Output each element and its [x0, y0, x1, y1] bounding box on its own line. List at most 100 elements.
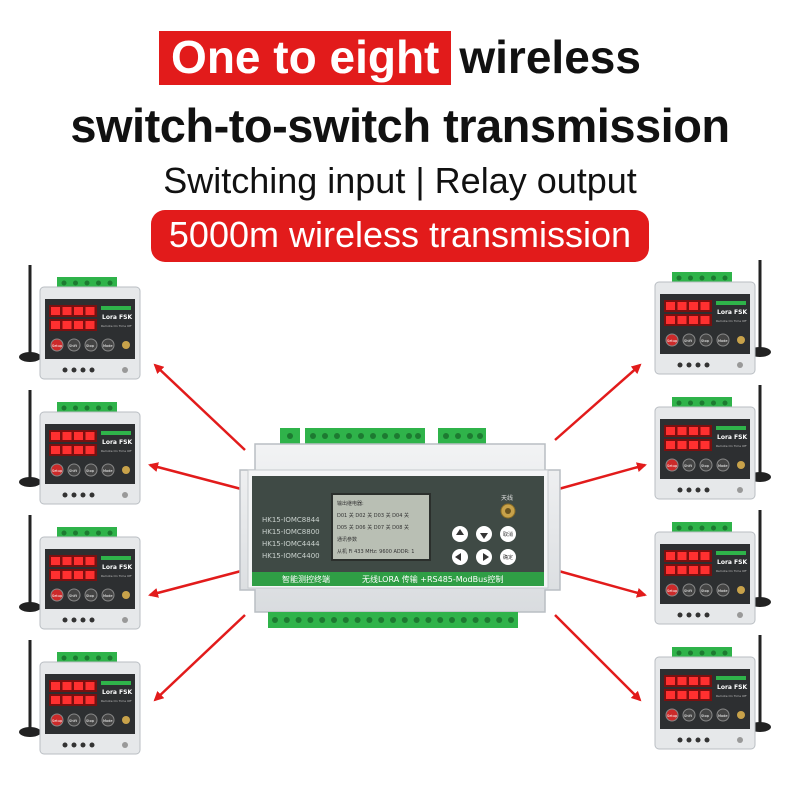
terminal-screw: [676, 525, 682, 531]
node-button-mode[interactable]: [716, 583, 730, 597]
hub-lcd: [331, 493, 431, 561]
led-digit: [85, 446, 95, 454]
node-sub: Remote On Time Off: [101, 449, 132, 453]
node-button-shift[interactable]: [67, 713, 81, 727]
node-brand: Lora FSK: [717, 309, 747, 316]
node-button-mode[interactable]: [101, 713, 115, 727]
node-label-strip: [716, 301, 746, 305]
node-button-setup[interactable]: [50, 338, 64, 352]
node-sub: Remote On Time Off: [101, 324, 132, 328]
node-button-mode[interactable]: [101, 338, 115, 352]
hub-banner-left: 智能测控终端: [282, 574, 330, 584]
terminal-screw: [96, 655, 101, 661]
arrow-right-2: [554, 462, 647, 492]
led-digit: [85, 696, 95, 704]
node-button-label: Mode: [103, 719, 113, 723]
led-digit: [700, 441, 710, 449]
node-button-stop[interactable]: [699, 333, 713, 347]
node-button-setup[interactable]: [665, 708, 679, 722]
node-label-strip: [101, 306, 131, 310]
antenna-base: [19, 477, 41, 487]
node-button-stop[interactable]: [699, 458, 713, 472]
node-button-mode[interactable]: [716, 458, 730, 472]
node-button-shift[interactable]: [682, 333, 696, 347]
led-digit: [51, 432, 60, 440]
terminal-screw: [89, 367, 95, 373]
node-button-setup[interactable]: [50, 713, 64, 727]
led-digit: [677, 316, 687, 324]
hub-nav-buttons[interactable]: [452, 526, 492, 565]
node-button-stop[interactable]: [699, 583, 713, 597]
node-button-setup[interactable]: [665, 458, 679, 472]
led-digit: [700, 316, 710, 324]
terminal-screw: [80, 367, 86, 373]
lcd-line-5: 从机 Fi 433 MHz: 9600 ADDR: 1: [337, 548, 414, 555]
node-button-stop[interactable]: [84, 463, 98, 477]
hub-confirm-button[interactable]: [500, 549, 516, 565]
node-button-label: Mode: [718, 339, 728, 343]
node-button-label: Setup: [52, 344, 63, 348]
node-antenna-connector-icon: [737, 711, 745, 719]
node-button-shift[interactable]: [682, 458, 696, 472]
terminal-screw: [80, 617, 86, 623]
led-digit: [677, 427, 687, 435]
led-digit: [700, 677, 710, 685]
node-button-setup[interactable]: [50, 588, 64, 602]
hub-top-terminals: [280, 428, 486, 444]
node-button-stop[interactable]: [84, 588, 98, 602]
node-button-mode[interactable]: [716, 333, 730, 347]
node-button-shift[interactable]: [67, 588, 81, 602]
terminal-screw: [107, 530, 113, 536]
node-button-stop[interactable]: [84, 338, 98, 352]
hub-cancel-button[interactable]: [500, 526, 516, 542]
led-digit: [677, 552, 687, 560]
terminal-screw: [71, 742, 77, 748]
terminal-screw: [722, 650, 728, 656]
led-digit: [51, 446, 60, 454]
led-digit: [700, 427, 710, 435]
node-antenna-connector-icon: [122, 466, 130, 474]
node-button-shift[interactable]: [682, 583, 696, 597]
led-display-2: [664, 439, 712, 451]
node-antenna-connector-icon: [737, 586, 745, 594]
node-label-strip: [716, 551, 746, 555]
node-button-mode[interactable]: [101, 463, 115, 477]
terminal-screw: [71, 617, 77, 623]
node-button-shift[interactable]: [682, 708, 696, 722]
node-button-mode[interactable]: [716, 708, 730, 722]
terminal-screw: [676, 275, 682, 281]
terminal-screw: [62, 492, 68, 498]
led-digit: [677, 441, 687, 449]
node-button-label: Stop: [701, 339, 710, 343]
node-button-label: Stop: [86, 469, 95, 473]
node-button-label: Mode: [718, 464, 728, 468]
led-digit: [51, 696, 60, 704]
node-button-stop[interactable]: [84, 713, 98, 727]
terminal-screw: [107, 655, 113, 661]
terminal-screw: [107, 280, 113, 286]
led-digit: [689, 302, 698, 310]
node-button-label: Stop: [701, 714, 710, 718]
led-digit: [74, 682, 83, 690]
node-button-shift[interactable]: [67, 338, 81, 352]
node-button-stop[interactable]: [699, 708, 713, 722]
led-digit: [666, 427, 675, 435]
led-digit: [74, 432, 83, 440]
node-button-mode[interactable]: [101, 588, 115, 602]
node-button-setup[interactable]: [50, 463, 64, 477]
hub-model-list: HK15-IOMC8844 HK15-IOMC8800 HK15-IOMC444…: [262, 516, 320, 560]
node-button-label: Stop: [701, 589, 710, 593]
node-button-shift[interactable]: [67, 463, 81, 477]
terminal-screw: [73, 280, 78, 286]
terminal-screw: [96, 530, 101, 536]
terminal-screw: [711, 275, 716, 281]
node-button-setup[interactable]: [665, 583, 679, 597]
node-button-label: Mode: [718, 714, 728, 718]
antenna-base: [19, 352, 41, 362]
node-button-setup[interactable]: [665, 333, 679, 347]
led-display-1: [49, 305, 97, 317]
